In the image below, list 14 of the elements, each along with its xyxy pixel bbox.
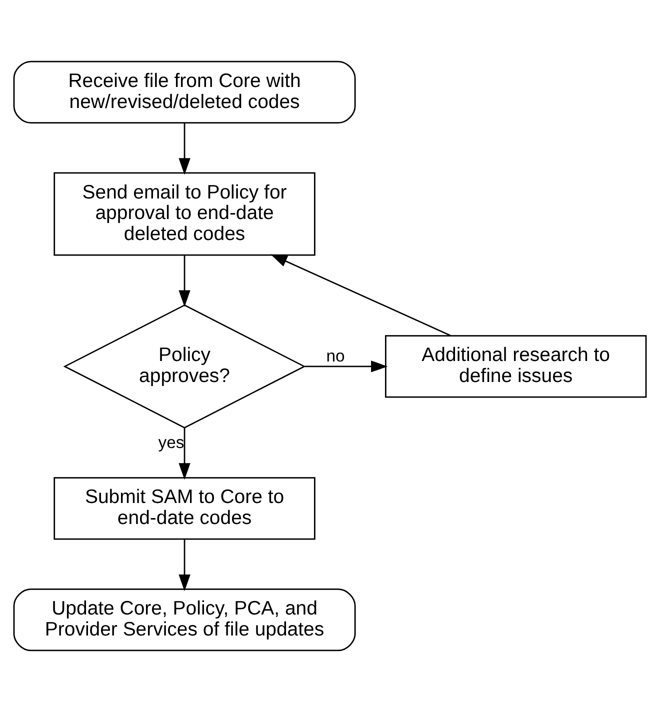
arrow [178,428,190,480]
node-box: Submit SAM to Core to end-date codes [54,476,316,540]
edge-label: no [326,346,345,366]
edge-label: yes [158,432,184,452]
arrow [304,360,388,372]
arrow [178,254,190,306]
arrow [178,122,190,174]
arrow [270,254,451,336]
node-box: Update Core, Policy, PCA, and Provider Services of file updates [13,588,356,651]
arrow [178,539,190,591]
node-box: Receive file from Core with new/revised/deleted codes [13,60,356,124]
node-box: Additional research to define issues [385,334,647,398]
node-box: Send email to Policy for approval to end-date deleted codes [54,172,316,256]
node-diamond: Policy approves? [63,304,306,428]
